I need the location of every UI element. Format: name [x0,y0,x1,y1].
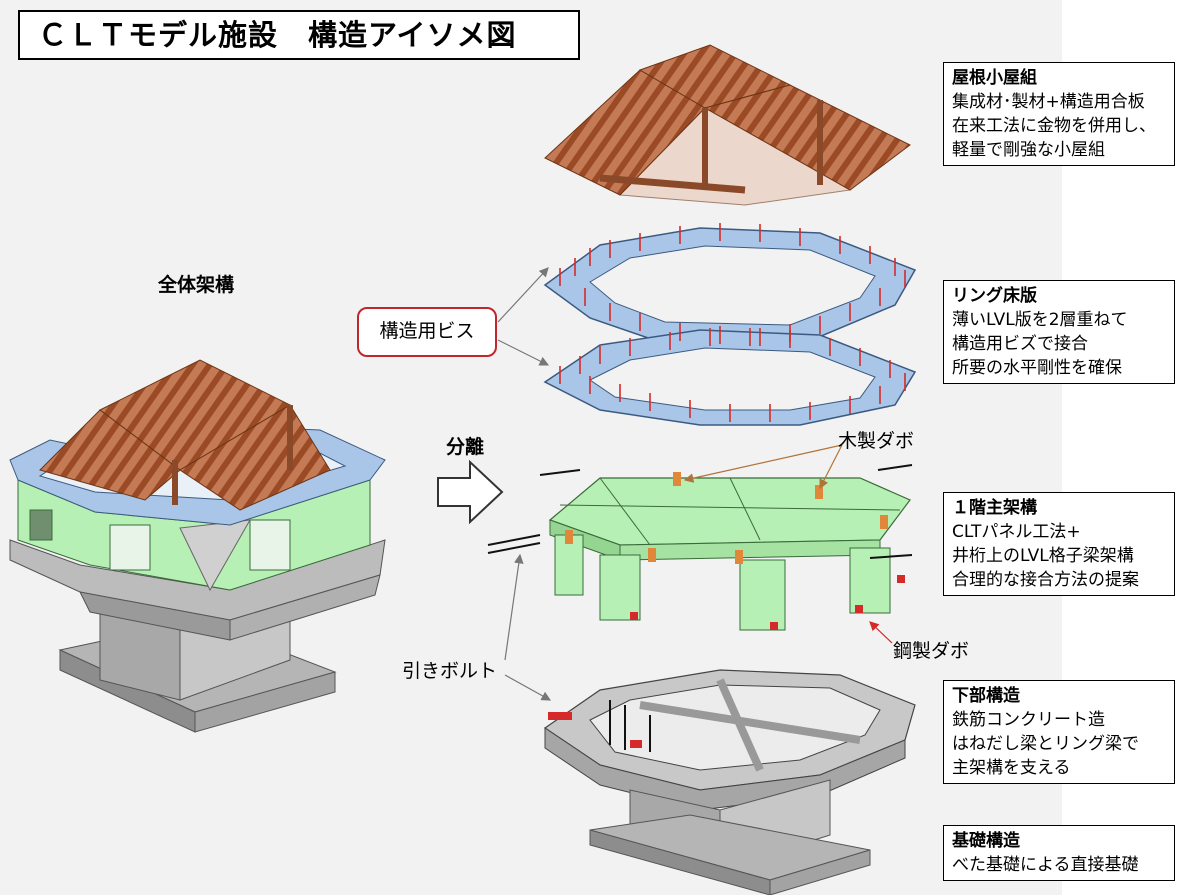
overall-structure-label: 全体架構 [158,274,235,296]
overall-structure-drawing [9,359,386,733]
box-line: 所要の水平剛性を確保 [952,358,1122,378]
foundation-drawing [589,779,871,895]
anchor-bolt-label: 引きボルト [402,660,498,682]
roof-truss-description: 屋根小屋組 集成材･製材+構造用合板 在来工法に金物を併用し、 軽量で剛強な小屋… [943,62,1175,166]
structural-screw-callout: 構造用ビス [357,307,497,357]
screw-marks [559,223,906,422]
box-heading: 下部構造 [952,686,1020,706]
box-line: CLTパネル工法+ [952,522,1081,542]
box-heading: リング床版 [952,286,1037,306]
roof-truss-drawing [544,44,911,206]
box-line: 主架構を支える [952,758,1071,778]
box-heading: 屋根小屋組 [952,68,1037,88]
diagram-title: ＣＬＴモデル施設 構造アイソメ図 [18,10,580,60]
box-heading: 基礎構造 [952,831,1020,851]
box-heading: １階主架構 [952,498,1037,518]
box-line: 軽量で剛強な小屋組 [952,140,1105,160]
first-floor-frame-drawing [487,464,913,631]
box-line: べた基礎による直接基礎 [952,855,1139,875]
steel-dowel-label: 鋼製ダボ [893,640,970,662]
first-floor-frame-description: １階主架構 CLTパネル工法+ 井桁上のLVL格子梁架構 合理的な接合方法の提案 [943,492,1175,596]
substructure-drawing [543,669,916,811]
separation-arrow [437,459,504,525]
box-line: 構造用ビズで接合 [952,334,1088,354]
ring-slab-upper [543,227,917,346]
ring-slab-lower-shape [543,329,917,426]
foundation-description: 基礎構造 べた基礎による直接基礎 [943,825,1175,881]
box-line: はねだし梁とリング梁で [952,734,1139,754]
substructure-description: 下部構造 鉄筋コンクリート造 はねだし梁とリング梁で 主架構を支える [943,680,1175,784]
box-line: 合理的な接合方法の提案 [952,570,1139,590]
separation-label: 分離 [446,436,485,458]
box-line: 集成材･製材+構造用合板 [952,92,1145,112]
box-line: 在来工法に金物を併用し、 [952,116,1156,136]
ring-slab-description: リング床版 薄いLVL版を2層重ねて 構造用ビズで接合 所要の水平剛性を確保 [943,280,1175,384]
box-line: 井桁上のLVL格子梁架構 [952,546,1134,566]
wood-dowel-label: 木製ダボ [838,430,915,452]
box-line: 鉄筋コンクリート造 [952,710,1105,730]
box-line: 薄いLVL版を2層重ねて [952,310,1128,330]
